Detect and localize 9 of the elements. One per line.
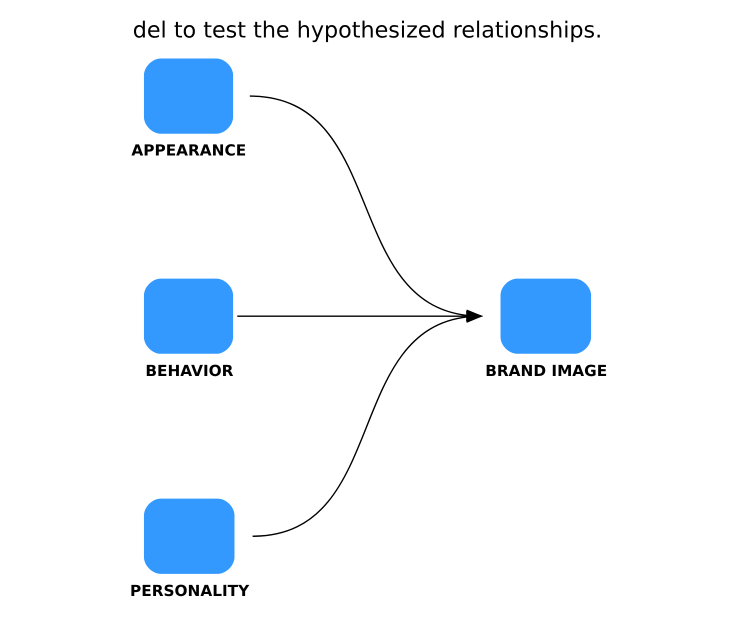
node-box <box>500 278 591 354</box>
node-box <box>143 278 233 354</box>
node-label: PERSONALITY <box>130 582 249 600</box>
caption: del to test the hypothesized relationships. <box>132 17 602 44</box>
node-box <box>143 498 234 574</box>
node-label: BRAND IMAGE <box>484 362 607 380</box>
node-box <box>143 58 233 134</box>
node-label: APPEARANCE <box>130 142 246 160</box>
node-label: BEHAVIOR <box>144 362 233 380</box>
